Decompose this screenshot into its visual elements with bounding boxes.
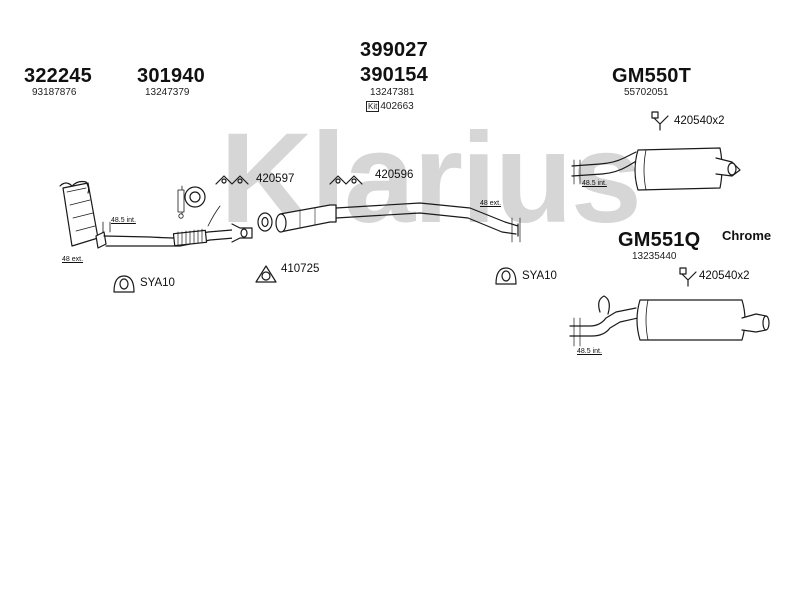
kit-number-value: 402663 <box>380 101 414 112</box>
oe-number-93187876: 93187876 <box>32 87 77 98</box>
catalytic-converter <box>59 180 107 249</box>
part-number-399027: 399027 <box>360 39 428 61</box>
part-number-gm551q: GM551Q <box>618 229 701 251</box>
hanger-420540-label-2: 420540x2 <box>699 270 750 282</box>
oe-number-13247379: 13247379 <box>145 87 190 98</box>
gasket-410725-icon <box>255 265 277 283</box>
mount-sya10-right-icon <box>495 267 517 285</box>
dimension-note-5: 48.5 int. <box>577 348 602 355</box>
gasket-410725-label: 410725 <box>281 263 320 275</box>
front-pipe <box>103 185 253 247</box>
mount-sya10-right-label: SYA10 <box>522 270 557 282</box>
chrome-note: Chrome <box>722 228 772 243</box>
rear-silencer-gm550t <box>571 147 741 191</box>
dimension-note-2: 48 ext. <box>62 256 84 263</box>
clamp-420597-icon <box>215 175 249 185</box>
clamp-420597-label: 420597 <box>256 173 295 185</box>
part-number-301940: 301940 <box>137 65 205 87</box>
mount-sya10-left-label: SYA10 <box>140 277 175 289</box>
hanger-420540-icon-2 <box>679 267 697 287</box>
clamp-420596-icon <box>329 175 363 185</box>
hanger-420540-icon-1 <box>651 111 669 131</box>
dimension-note-3: 48 ext. <box>480 200 502 207</box>
oe-number-13247381: 13247381 <box>370 87 415 98</box>
rear-silencer-gm551q <box>569 295 770 341</box>
part-number-390154: 390154 <box>360 64 428 86</box>
middle-silencer <box>275 202 519 237</box>
oe-number-13235440: 13235440 <box>632 251 677 262</box>
mount-sya10-left-icon <box>113 275 135 293</box>
dimension-note-4: 48.5 int. <box>582 180 607 187</box>
part-number-322245: 322245 <box>24 65 92 87</box>
dimension-note-1: 48.5 int. <box>111 217 136 224</box>
hanger-420540-label-1: 420540x2 <box>674 115 725 127</box>
clamp-420596-label: 420596 <box>375 169 414 181</box>
kit-label: Kit <box>366 101 380 112</box>
part-number-gm550t: GM550T <box>612 65 692 87</box>
oe-number-55702051: 55702051 <box>624 87 669 98</box>
